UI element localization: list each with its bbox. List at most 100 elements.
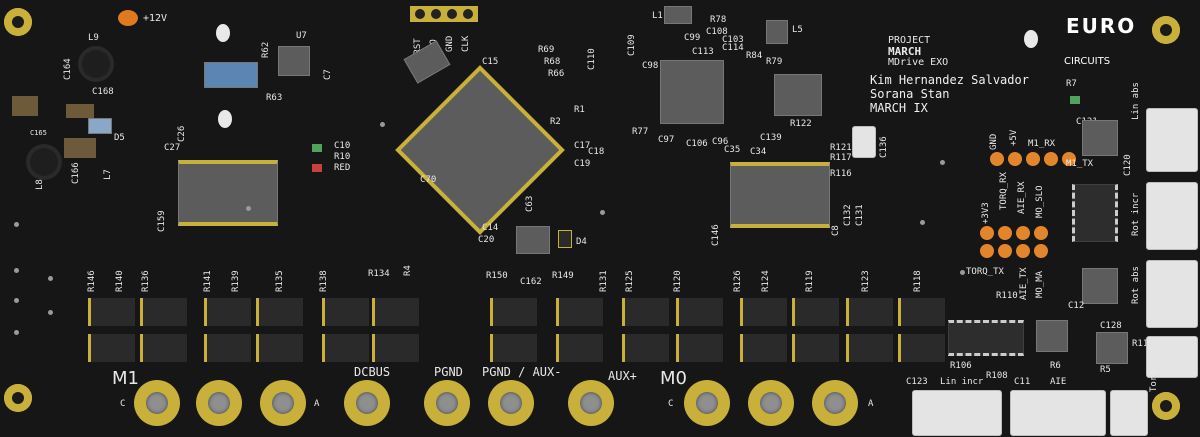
refdes-l5: L5 <box>792 25 803 35</box>
refdes-r121: R121 <box>830 143 852 153</box>
refdes-c164: C164 <box>63 58 73 80</box>
pin-row1-3 <box>1026 152 1040 166</box>
ic-r79 <box>774 74 822 116</box>
signal-gnd: GND <box>989 133 999 150</box>
pin-row1-4 <box>1044 152 1058 166</box>
refdes-l9: L9 <box>88 33 99 43</box>
small-connector <box>852 126 876 158</box>
refdes-r106: R106 <box>950 361 972 371</box>
connector-label-torq: Torq <box>1149 370 1159 392</box>
via <box>920 220 925 225</box>
via <box>960 270 965 275</box>
refdes-r66: R66 <box>548 69 565 79</box>
connector-aie[interactable] <box>1010 390 1106 436</box>
mosfet-m0-4b <box>792 334 839 362</box>
mosfet-m0-5b <box>846 334 893 362</box>
refdes-c15: C15 <box>482 57 499 67</box>
diode-d5 <box>88 118 112 134</box>
connector-torq[interactable] <box>1146 336 1198 378</box>
refdes-r139: R139 <box>231 270 241 292</box>
connector-label-rot-incr: Rot incr <box>1131 192 1141 236</box>
ic-l1 <box>664 6 692 24</box>
gate-driver-right <box>730 162 830 228</box>
refdes-u7: U7 <box>296 31 307 41</box>
connector-label-lin-abs: Lin abs <box>1131 82 1141 120</box>
refdes-c18: C18 <box>588 147 605 157</box>
refdes-r131: R131 <box>599 270 609 292</box>
refdes-c70: C70 <box>420 175 437 185</box>
mosfet-m1-3b <box>204 334 251 362</box>
power-pad-aux-plus <box>568 380 614 426</box>
mounting-hole-top-right <box>1152 16 1180 44</box>
pad-label-pgnd-aux: PGND / AUX- <box>482 365 562 379</box>
pad-mark-m1-c: C <box>120 399 126 409</box>
refdes-r69: R69 <box>538 45 555 55</box>
refdes-r78: R78 <box>710 15 727 25</box>
refdes-r7: R7 <box>1066 79 1077 89</box>
signal-mo-slo: MO_SLO <box>1035 185 1045 218</box>
inductor-l8 <box>30 148 58 176</box>
refdes-r10: R10 <box>334 152 351 162</box>
refdes-c165: C165 <box>30 129 47 137</box>
refdes-r135: R135 <box>275 270 285 292</box>
header-pin-2 <box>431 9 441 19</box>
refdes-c98: C98 <box>642 61 659 71</box>
connector-label-rot-abs: Rot abs <box>1131 266 1141 304</box>
refdes-c136: C136 <box>879 136 889 158</box>
refdes-r2: R2 <box>550 117 561 127</box>
connector-lin-incr[interactable] <box>912 390 1002 436</box>
refdes-c162: C162 <box>520 277 542 287</box>
refdes-c63: C63 <box>525 195 535 212</box>
power-pad-m1-c <box>134 380 180 426</box>
refdes-r63: R63 <box>266 93 283 103</box>
capacitor-bank <box>12 96 38 116</box>
pin-row2-1 <box>980 226 994 240</box>
via <box>14 298 19 303</box>
refdes-c110: C110 <box>587 48 597 70</box>
refdes-c113: C113 <box>692 47 714 57</box>
power-pad-m0-b <box>748 380 794 426</box>
refdes-r116: R116 <box>830 169 852 179</box>
header-label-gnd: GND <box>445 35 455 52</box>
via <box>14 330 19 335</box>
pin-row3-3 <box>1016 244 1030 258</box>
regulator-module <box>204 62 258 88</box>
power-capacitor <box>118 10 138 26</box>
power-pad-m0-a <box>812 380 858 426</box>
mounting-hole-bottom-left <box>4 384 32 412</box>
connector-rot-abs[interactable] <box>1146 260 1198 328</box>
diode-d4 <box>558 230 572 248</box>
refdes-l8: L8 <box>35 179 45 190</box>
refdes-c19: C19 <box>574 159 591 169</box>
refdes-r141: R141 <box>203 270 213 292</box>
mosfet-dc-1a <box>322 298 369 326</box>
refdes-r117: R117 <box>830 153 852 163</box>
motor-label-m0: M0 <box>660 368 687 389</box>
refdes-r6: R6 <box>1050 361 1061 371</box>
connector-rot-incr[interactable] <box>1146 182 1198 250</box>
connector-lin-abs[interactable] <box>1146 108 1198 172</box>
refdes-c35: C35 <box>724 145 741 155</box>
mosfet-m0-3a <box>740 298 787 326</box>
mosfet-m0-5a <box>846 298 893 326</box>
via <box>940 160 945 165</box>
pad-label-dcbus: DCBUS <box>354 365 391 379</box>
pin-row1-1 <box>990 152 1004 166</box>
refdes-r138: R138 <box>319 270 329 292</box>
refdes-r126: R126 <box>733 270 743 292</box>
connector-bottom-right[interactable] <box>1110 390 1148 436</box>
refdes-r134: R134 <box>368 269 390 279</box>
refdes-c8: C8 <box>831 225 841 236</box>
mosfet-m1-2a <box>140 298 187 326</box>
ic-transceiver-1 <box>1082 120 1118 156</box>
via <box>48 310 53 315</box>
refdes-r4: R4 <box>403 265 413 276</box>
refdes-r120: R120 <box>673 270 683 292</box>
power-pad-pgnd-aux <box>488 380 534 426</box>
pad-mark-m0-a: A <box>868 399 874 409</box>
author-1: Kim Hernandez Salvador <box>870 73 1029 87</box>
author-3: MARCH IX <box>870 101 928 115</box>
pin-row2-4 <box>1034 226 1048 240</box>
signal-aie-tx: AIE_TX <box>1019 267 1029 300</box>
mosfet-m1-2b <box>140 334 187 362</box>
